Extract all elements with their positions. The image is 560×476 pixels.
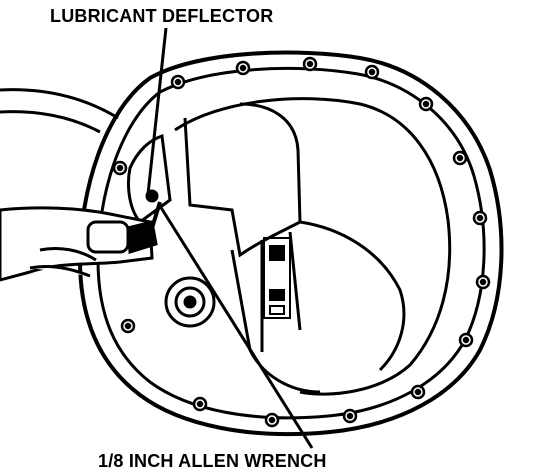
cover-flange-inner [96, 66, 486, 420]
carrier-housing [174, 97, 452, 396]
axle-tube [0, 88, 119, 134]
pinion-detail [263, 237, 291, 319]
lubricant-deflector-label: LUBRICANT DEFLECTOR [50, 6, 274, 26]
leader-lines [146, 27, 314, 449]
fill-plug [164, 276, 216, 328]
hand-with-wrench [0, 201, 162, 282]
allen-wrench-label: 1/8 INCH ALLEN WRENCH [98, 451, 327, 471]
flange-bolts [112, 56, 491, 428]
